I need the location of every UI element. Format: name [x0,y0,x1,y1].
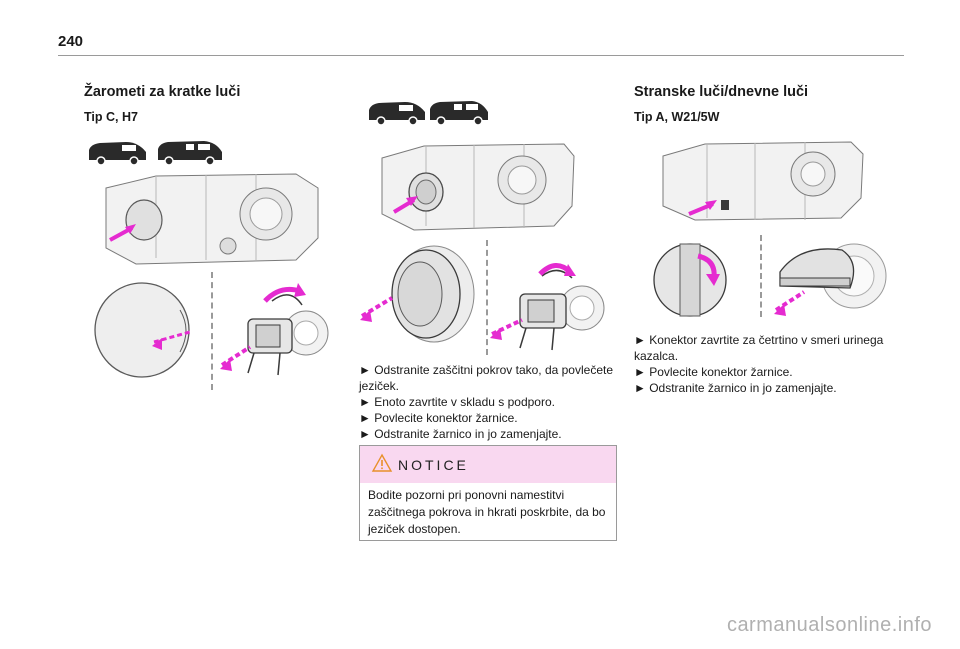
van-long-icon [430,101,488,126]
page-number: 240 [58,33,84,50]
figure-divider-right [760,235,762,317]
protective-cover-illustration [94,282,191,378]
van-long-icon [158,141,222,166]
headlamp-illustration-right [662,141,864,221]
notice-title: NOTICE [398,456,469,473]
step-item: ► Povlecite konektor žarnice. [359,411,518,425]
notice-box: NOTICE Bodite pozorni pri ponovni namest… [359,445,617,541]
van-short-icon [89,142,146,166]
step-item: ► Konektor zavrtite za četrtino v smeri … [634,333,884,363]
headlamp-illustration-left [105,173,319,265]
right-subheading: Tip A, W21/5W [634,110,720,124]
step-item: ► Odstranite žarnico in jo zamenjajte. [634,381,837,395]
right-steps: ► Konektor zavrtite za četrtino v smeri … [634,332,896,396]
van-short-icon [369,102,425,126]
connector-pull-illustration [774,243,887,316]
left-heading: Žarometi za kratke luči [84,84,241,100]
step-item: ► Odstranite žarnico in jo zamenjajte. [359,427,562,441]
connector-turn-illustration [653,243,727,317]
notice-header: NOTICE [360,446,616,483]
watermark: carmanualsonline.info [726,614,932,636]
step-item: ► Odstranite zaščitni pokrov tako, da po… [359,363,614,393]
protective-cover-side-illustration [360,245,475,343]
headlamp-illustration-middle [381,143,575,231]
notice-text: Bodite pozorni pri ponovni namestitvi za… [368,488,606,536]
bulb-connector-illustration-left [220,283,329,376]
middle-steps: ► Odstranite zaščitni pokrov tako, da po… [359,362,617,442]
step-item: ► Enoto zavrtite v skladu s podporo. [359,395,555,409]
left-subheading: Tip C, H7 [84,110,138,124]
header-divider [58,55,904,56]
right-heading: Stranske luči/dnevne luči [634,84,809,100]
figure-divider-left [211,272,213,390]
warning-icon [371,453,393,472]
figure-divider-middle [486,240,488,355]
step-item: ► Povlecite konektor žarnice. [634,365,793,379]
bulb-connector-illustration-middle [490,263,605,351]
